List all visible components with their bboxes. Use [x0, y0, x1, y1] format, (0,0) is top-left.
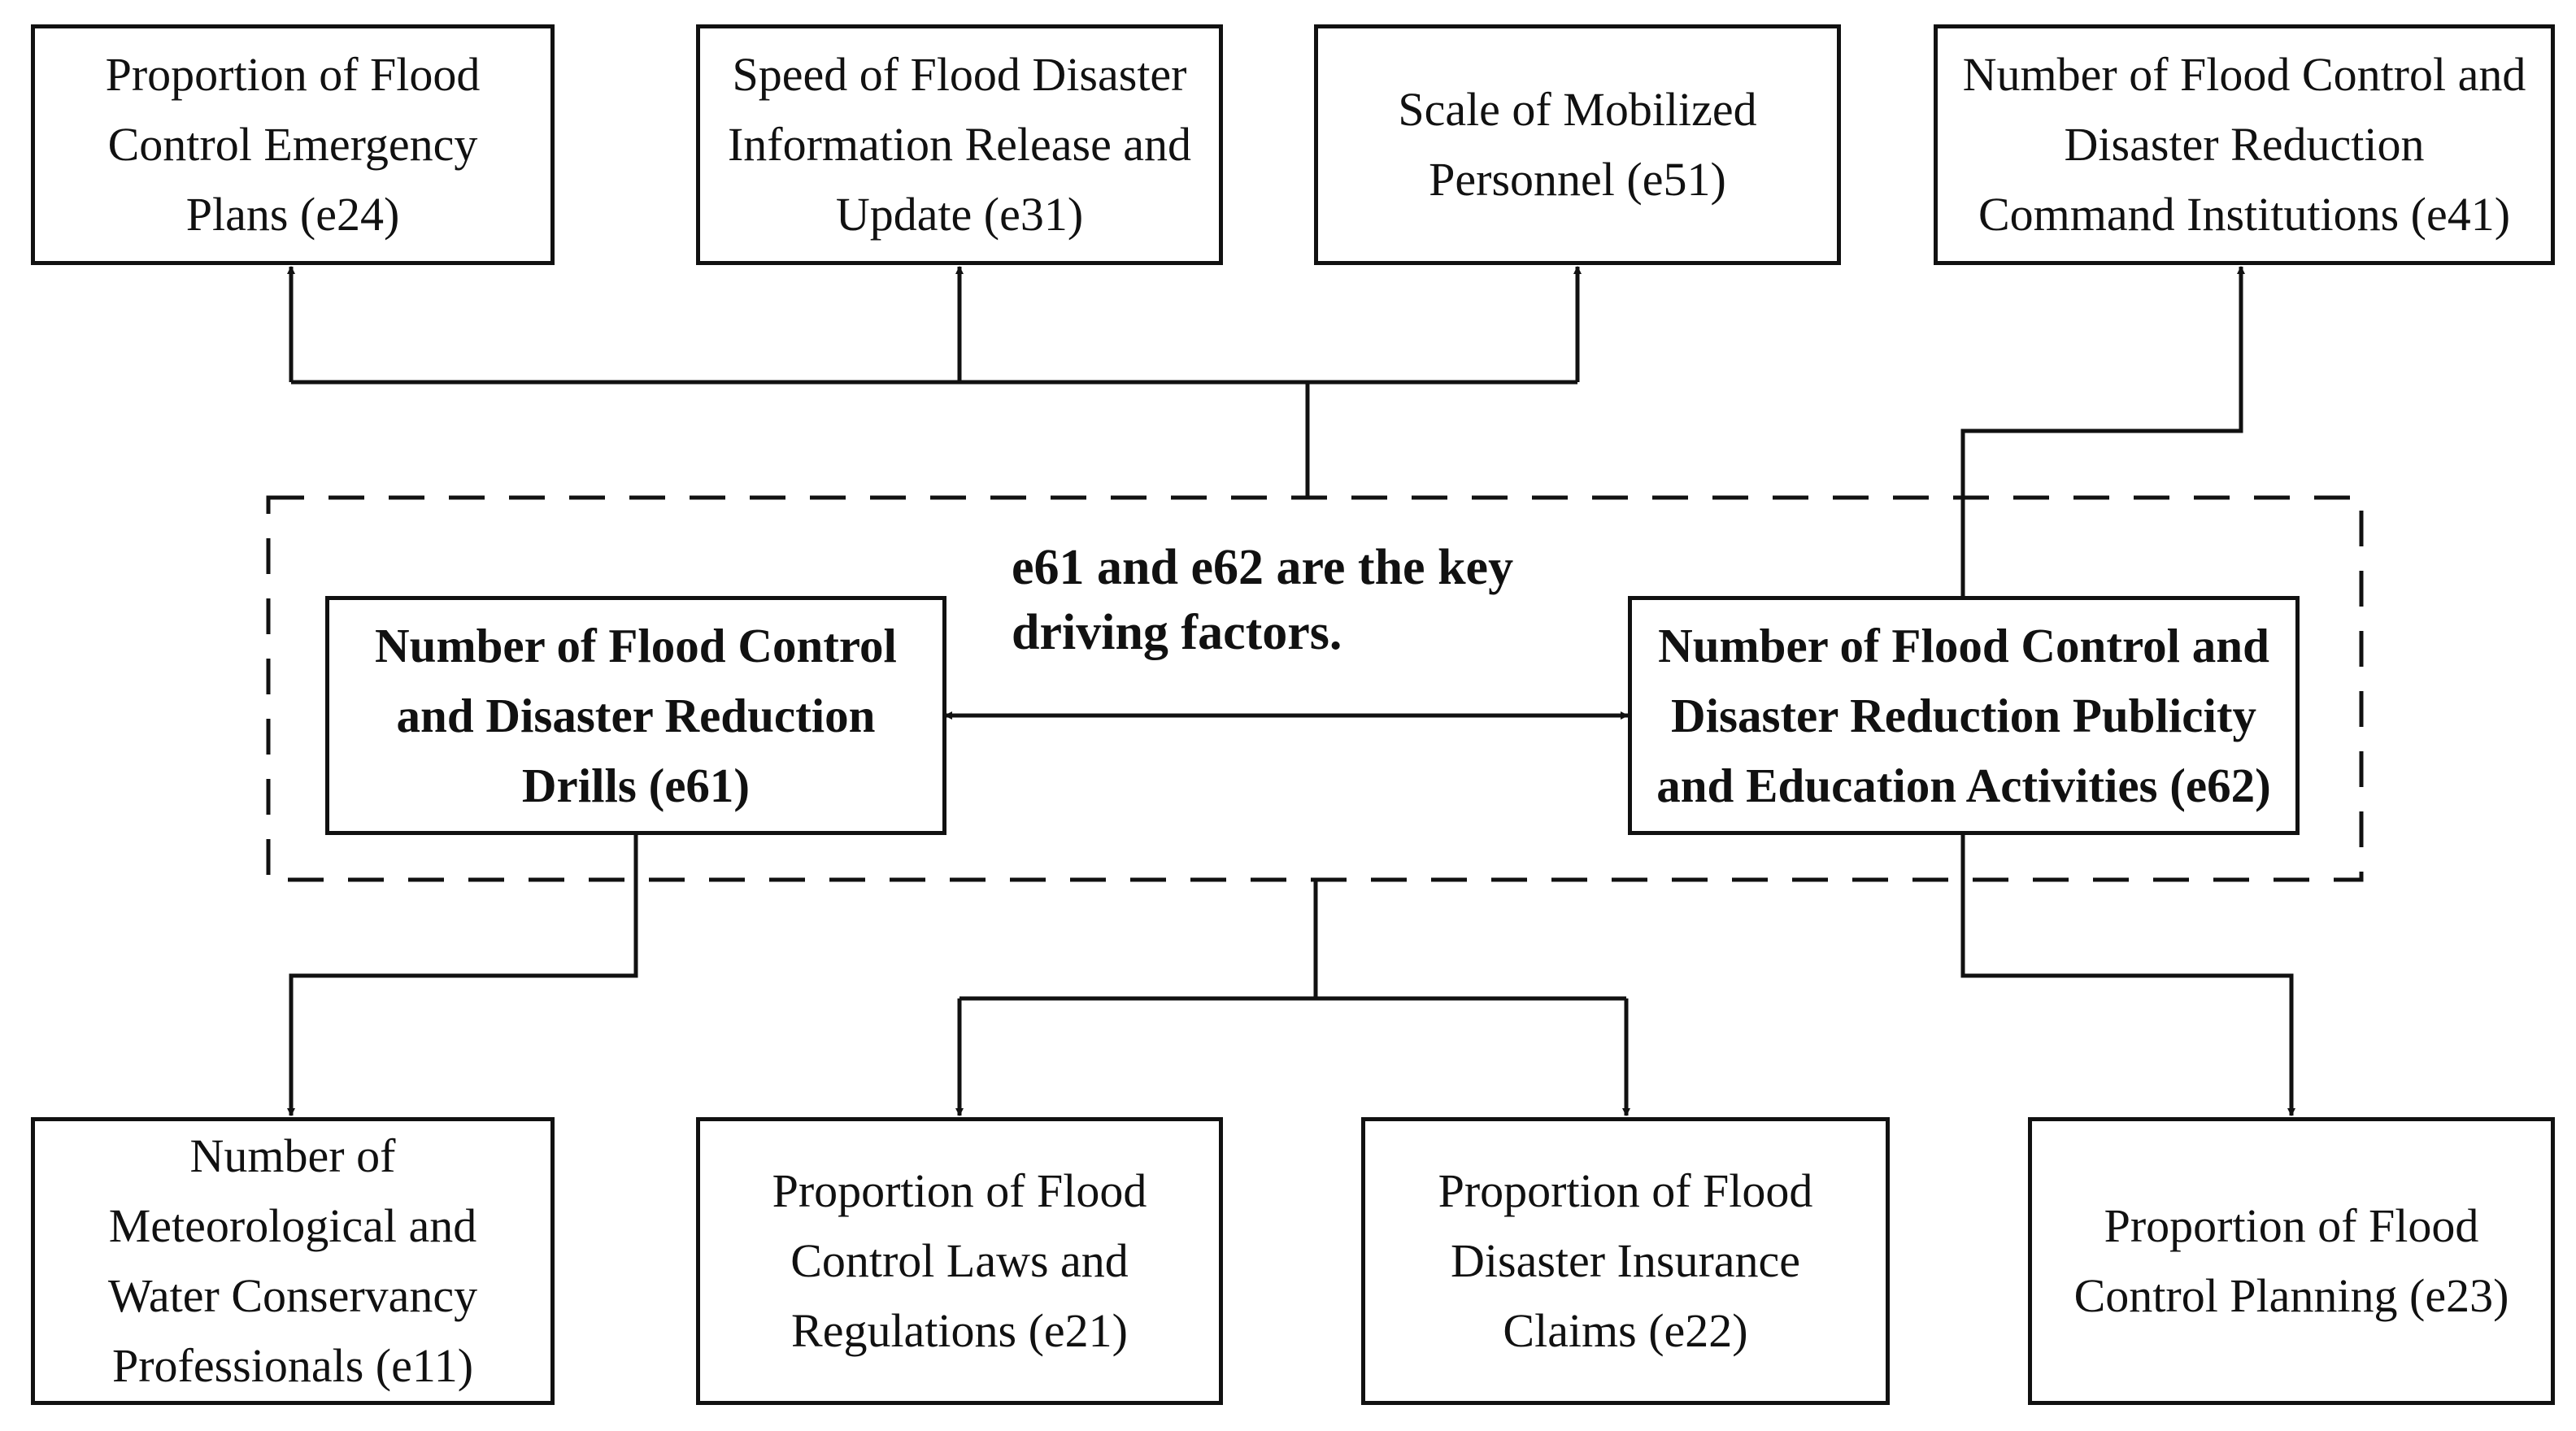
edge-e61-to-e11 [287, 833, 638, 1116]
edge-e62-to-e41 [1960, 266, 2245, 596]
node-e21: Proportion of Flood Control Laws and Reg… [696, 1117, 1223, 1405]
node-e24: Proportion of Flood Control Emergency Pl… [31, 24, 555, 265]
node-e11: Number of Meteorological and Water Conse… [31, 1117, 555, 1405]
node-e62-key-factor: Number of Flood Control and Disaster Red… [1628, 596, 2300, 835]
edge-e62-to-e23 [1960, 833, 2295, 1116]
node-e51: Scale of Mobilized Personnel (e51) [1314, 24, 1841, 265]
node-e22: Proportion of Flood Disaster Insurance C… [1361, 1117, 1890, 1405]
node-e31: Speed of Flood Disaster Information Rele… [696, 24, 1223, 265]
node-e41: Number of Flood Control and Disaster Red… [1934, 24, 2555, 265]
key-driver-annotation: e61 and e62 are the key driving factors. [1012, 540, 1514, 660]
node-e23: Proportion of Flood Control Planning (e2… [2028, 1117, 2555, 1405]
node-e61-key-factor: Number of Flood Control and Disaster Red… [325, 596, 946, 835]
